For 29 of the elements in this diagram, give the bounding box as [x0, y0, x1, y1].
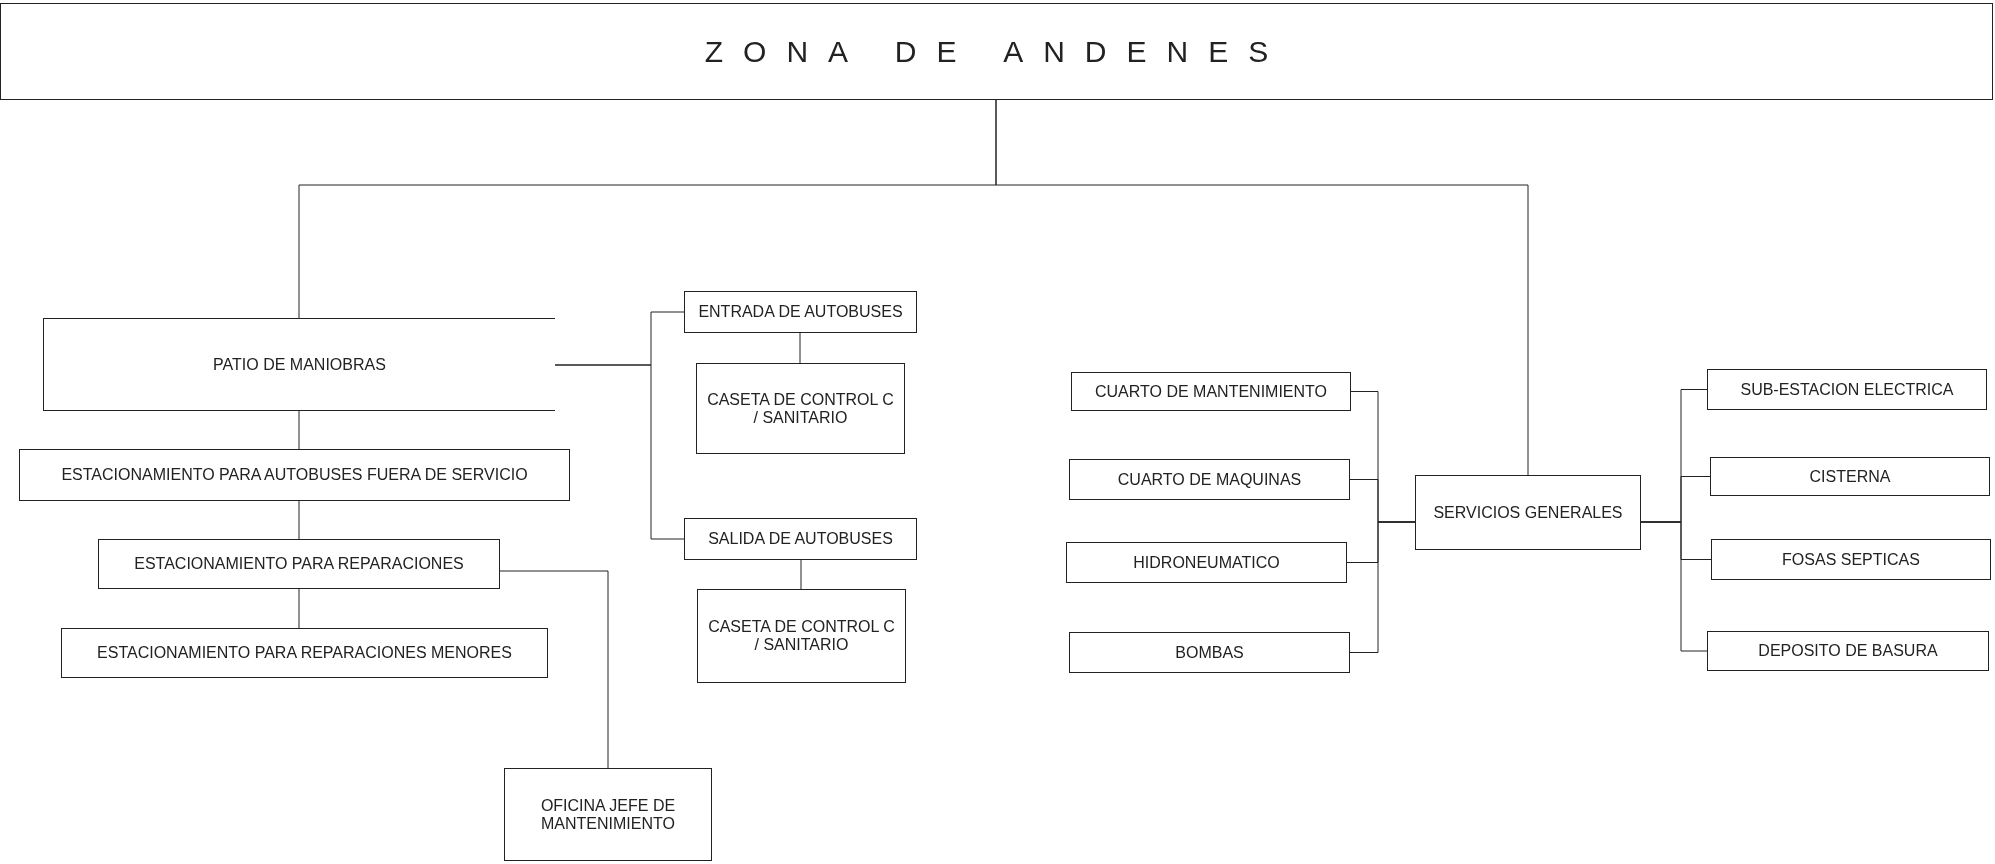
connector-line [1349, 521, 1416, 653]
process-box: FOSAS SEPTICAS [1711, 539, 1991, 580]
process-box: ESTACIONAMIENTO PARA REPARACIONES [98, 539, 500, 589]
connector-line [499, 570, 609, 769]
process-box: ESTACIONAMIENTO PARA REPARACIONES MENORES [61, 628, 548, 678]
process-box: ESTACIONAMIENTO PARA AUTOBUSES FUERA DE SERVICIO [19, 449, 570, 501]
connector-line [298, 500, 300, 540]
process-box: SALIDA DE AUTOBUSES [684, 518, 917, 560]
process-box: CUARTO DE MANTENIMIENTO [1071, 372, 1351, 411]
process-box: CUARTO DE MAQUINAS [1069, 459, 1350, 500]
connector-line [799, 332, 801, 364]
title-box: ZONA DE ANDENES [0, 3, 1993, 100]
process-box: CASETA DE CONTROL C / SANITARIO [696, 363, 905, 454]
connector-line [1640, 521, 1708, 652]
connector-line [800, 559, 802, 590]
process-box: HIDRONEUMATICO [1066, 542, 1347, 583]
connector-line [995, 99, 1529, 476]
process-box: CISTERNA [1710, 457, 1990, 496]
connector-line [298, 588, 300, 629]
process-box: OFICINA JEFE DE MANTENIMIENTO [504, 768, 712, 861]
process-box: BOMBAS [1069, 632, 1350, 673]
process-box: ENTRADA DE AUTOBUSES [684, 291, 917, 333]
process-box: SUB-ESTACION ELECTRICA [1707, 369, 1987, 410]
process-box: PATIO DE MANIOBRAS [43, 318, 555, 411]
process-box: DEPOSITO DE BASURA [1707, 631, 1989, 671]
process-box: CASETA DE CONTROL C / SANITARIO [697, 589, 906, 683]
group-box: SERVICIOS GENERALES [1415, 475, 1641, 550]
connector-line [554, 364, 685, 540]
connector-line [298, 410, 300, 450]
